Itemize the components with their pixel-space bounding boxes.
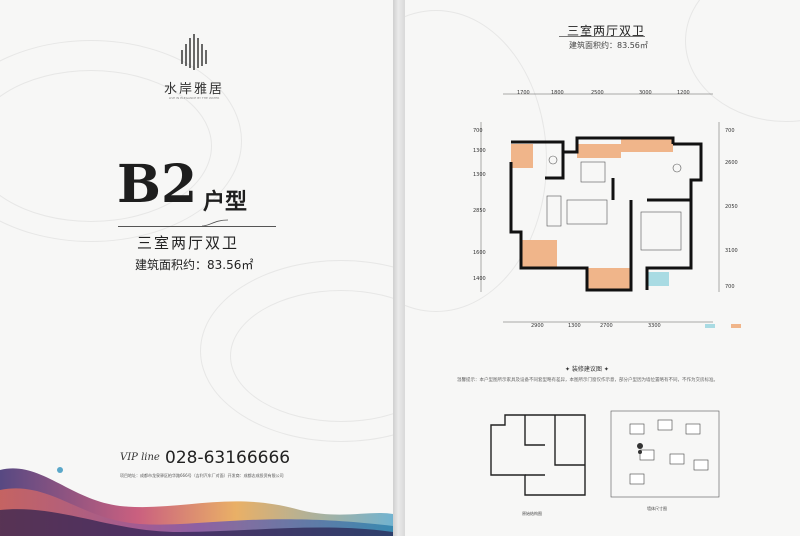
dim-right: 2600 [725, 160, 738, 166]
original-structure-plan [490, 414, 586, 496]
floor-area: 建筑面积约：83.56㎡ [135, 258, 254, 272]
dim-right: 3100 [725, 248, 738, 254]
dim-bottom: 2700 [600, 323, 613, 329]
balcony-c [621, 138, 673, 152]
floor-plan [480, 93, 720, 323]
dim-bottom: 3300 [648, 323, 661, 329]
right-page: 三室两厅双卫 建筑面积约：83.56㎡ 1700 1800 2500 3000 … [405, 0, 800, 536]
warm-tip-note: 温馨提示：本户型图所示家具及设备不同套型略有差异，本图所示门窗仅作示意，部分户型… [457, 378, 718, 383]
plan-area: 建筑面积约：83.56㎡ [569, 41, 648, 50]
dim-top: 3000 [639, 90, 652, 96]
dim-left: 2850 [473, 208, 486, 214]
mini-caption-structure: 原始结构图 [522, 511, 542, 516]
unit-code: B2 [117, 154, 198, 215]
dim-top: 1200 [677, 90, 690, 96]
dim-left: 1300 [473, 172, 486, 178]
dim-right: 2050 [725, 204, 738, 210]
plan-title: 三室两厅双卫 [567, 24, 646, 38]
furniture-layout-plan [610, 410, 720, 498]
divider [118, 226, 276, 227]
balcony-d [521, 240, 557, 268]
dim-left: 700 [473, 128, 483, 134]
left-page: 水岸雅居 LIVE IN ELEGANCE BY THE WATER B2 户型… [0, 0, 393, 536]
dim-left: 1300 [473, 148, 486, 154]
book-gutter [393, 0, 405, 536]
section-title: ✦ 装修建议图 ✦ [565, 366, 609, 373]
brand-name: 水岸雅居 [163, 82, 224, 97]
dim-top: 1800 [551, 90, 564, 96]
dim-top: 1700 [517, 90, 530, 96]
dim-top: 2500 [591, 90, 604, 96]
hotline-number: 028-63166666 [165, 448, 291, 468]
room-type: 三室两厅双卫 [137, 234, 240, 252]
divider-flourish [201, 219, 229, 227]
legend-open-space [705, 324, 715, 328]
project-address: 项目地址：成都市龙泉驿区柏华路666号（吉利汽车厂对面）开发商：成都志成投资有限… [120, 473, 284, 478]
legend-gift-space [731, 324, 741, 328]
unit-word: 户型 [203, 190, 248, 215]
open-space [647, 272, 669, 286]
balcony-a [511, 144, 533, 168]
balcony-e [587, 268, 631, 290]
vip-label: VIP line [120, 452, 160, 463]
decorative-wave [0, 467, 393, 536]
dim-bottom: 2900 [531, 323, 544, 329]
mini-caption-walls: 墙体尺寸图 [647, 506, 667, 511]
dim-right: 700 [725, 284, 735, 290]
title-divider [559, 36, 645, 37]
brand-logo [181, 34, 207, 70]
dim-left: 1400 [473, 276, 486, 282]
dim-bottom: 1300 [568, 323, 581, 329]
balcony-b [577, 144, 621, 158]
brand-tagline: LIVE IN ELEGANCE BY THE WATER [168, 96, 220, 100]
dim-left: 1600 [473, 250, 486, 256]
dim-right: 700 [725, 128, 735, 134]
